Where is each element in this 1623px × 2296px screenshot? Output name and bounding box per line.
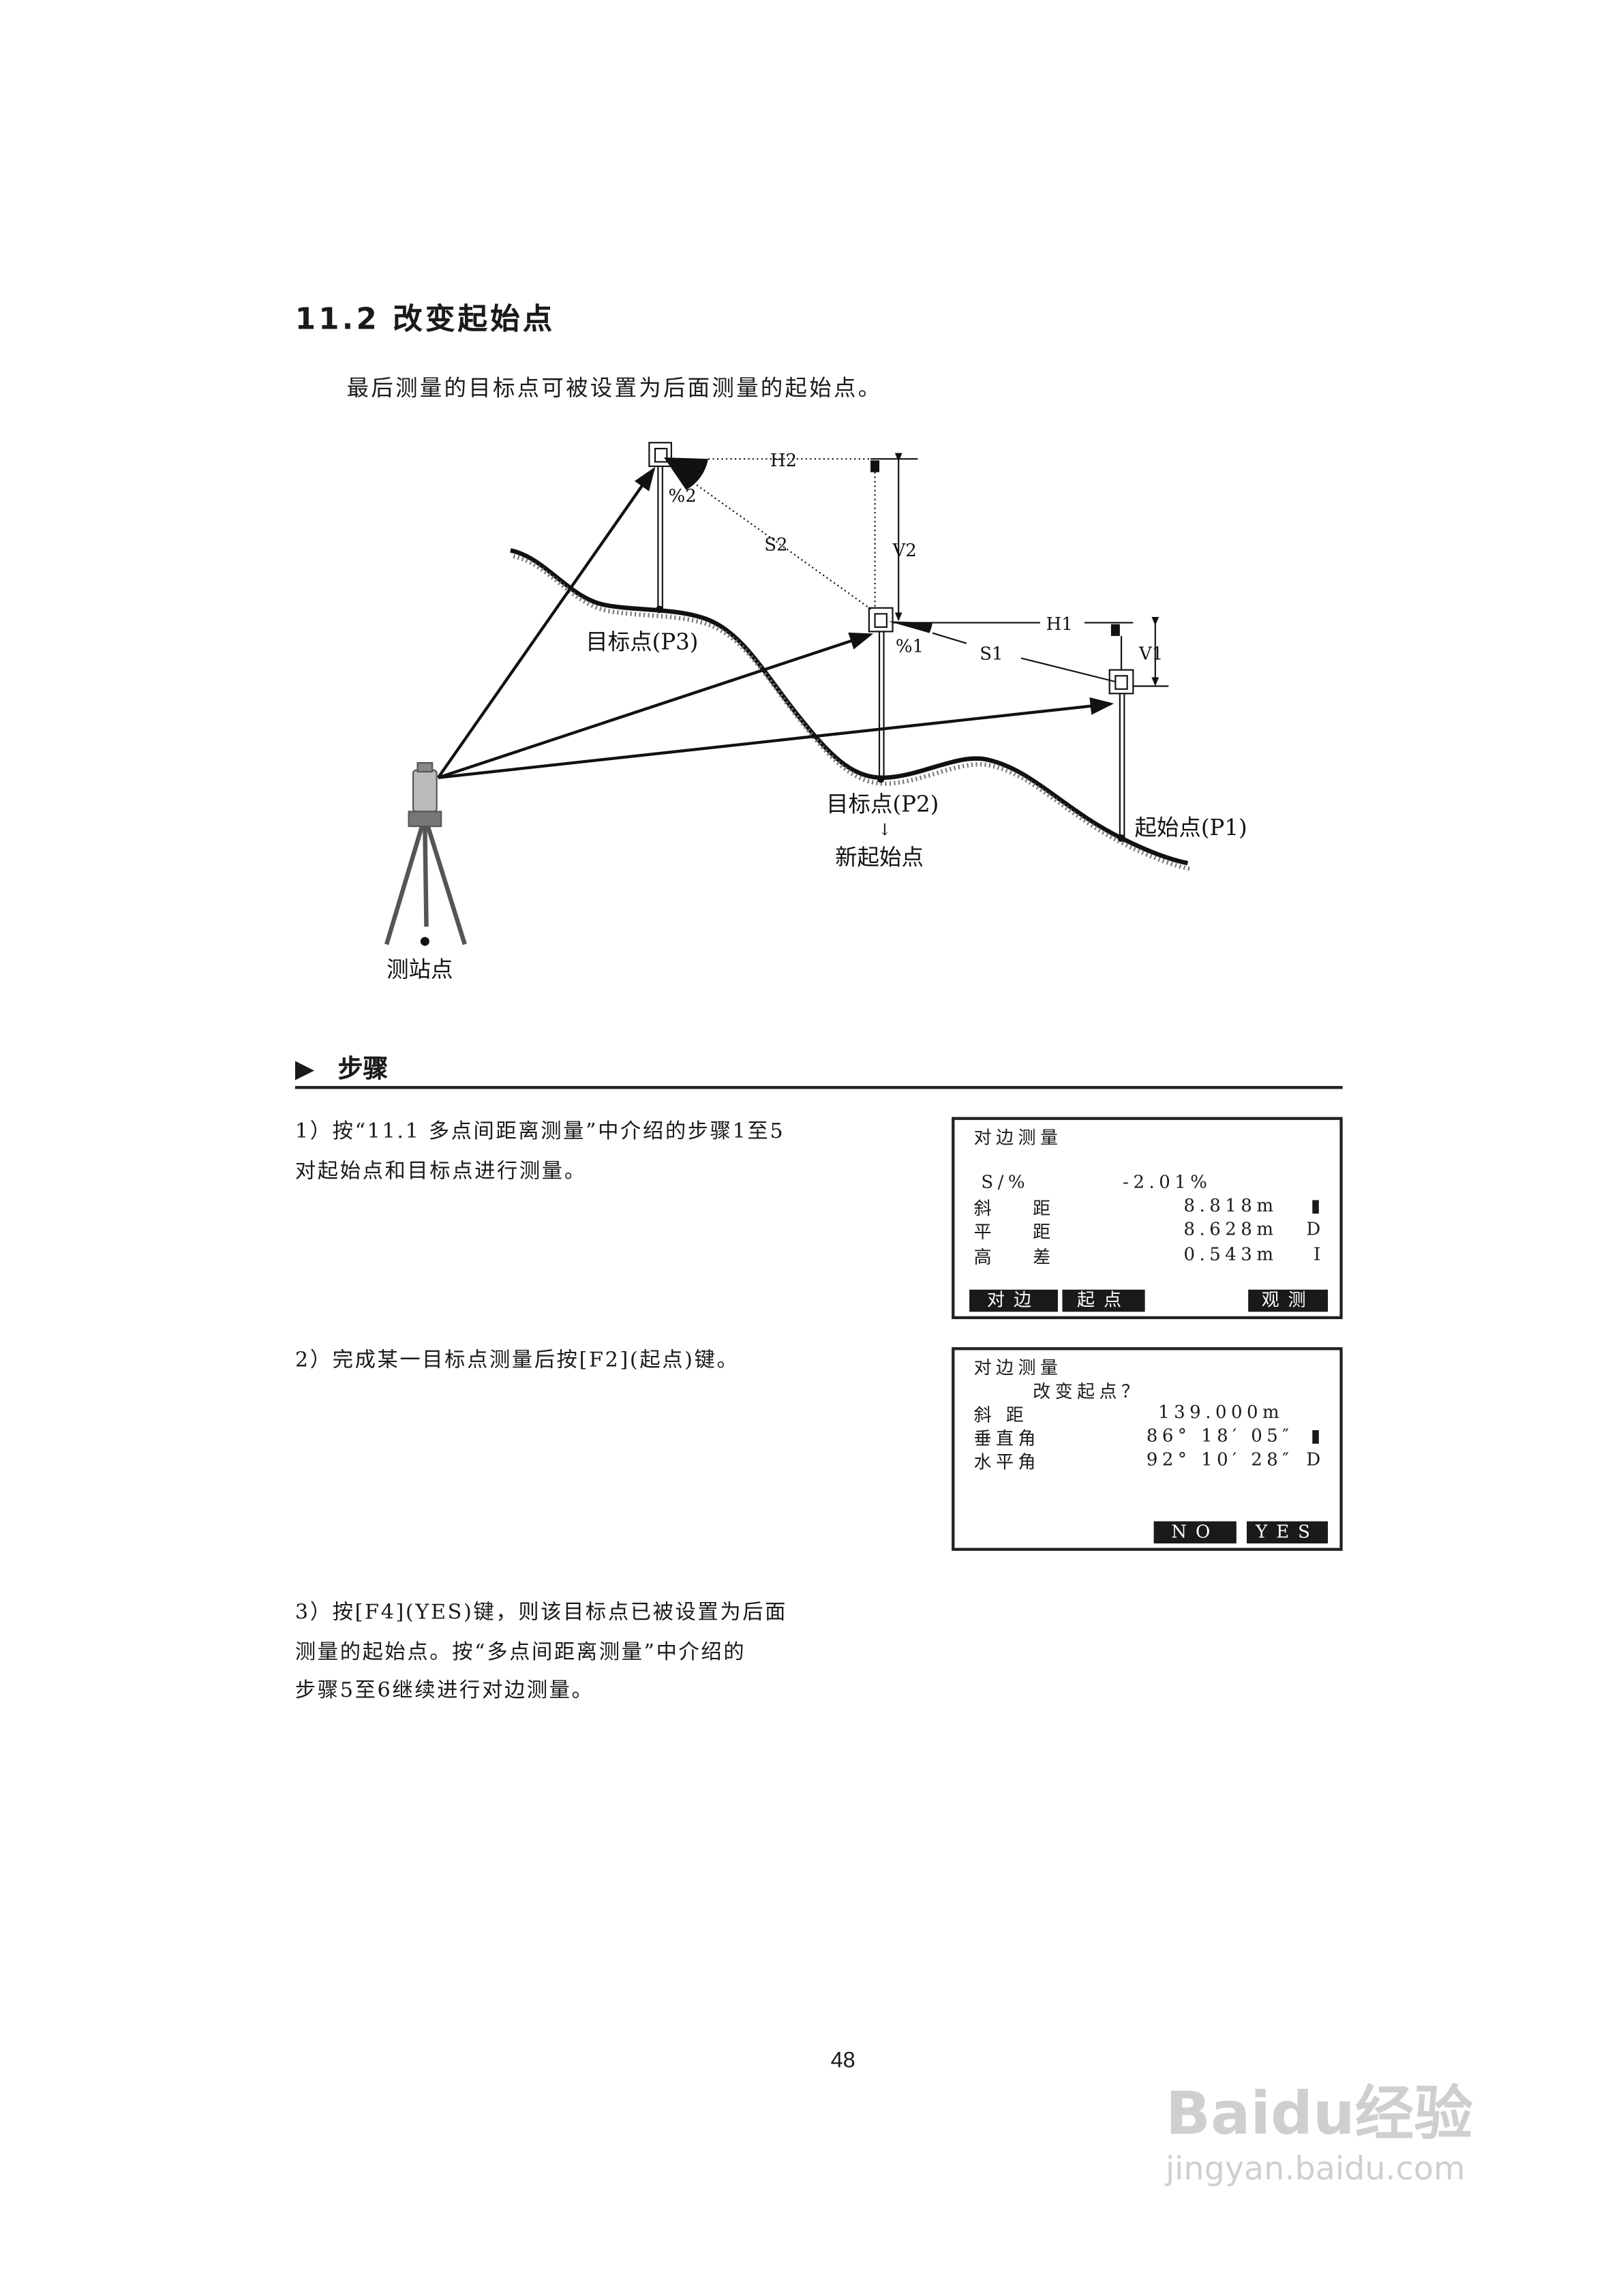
vertical-angle-value: 86° 18′ 05″ — [1146, 1425, 1294, 1447]
label-station: 测站点 — [386, 956, 453, 982]
step-1-line-1: 1）按“11.1 多点间距离测量”中介绍的步骤1至5 — [294, 1119, 785, 1144]
slope-distance-value: 8.818m — [1183, 1195, 1278, 1216]
label-h2: H2 — [770, 451, 797, 471]
slope-value: -2.01% — [1123, 1171, 1212, 1192]
label-pct2: %2 — [669, 486, 697, 507]
lcd-screen-1: 对边测量 S/% -2.01% 斜 距 8.818m ▮ 平 距 8.628m … — [952, 1117, 1343, 1320]
section-title: 11.2 改变起始点 — [294, 301, 556, 337]
label-p2: 目标点(P2) — [826, 791, 939, 817]
label-s2: S2 — [764, 534, 787, 555]
prism-p3 — [648, 442, 708, 614]
row-label: 距 — [1033, 1222, 1055, 1243]
watermark-url: jingyan.baidu.com — [1165, 2151, 1466, 2188]
change-start-prompt: 改变起点？ — [1033, 1380, 1144, 1402]
label-pct1: %1 — [896, 637, 924, 657]
steps-heading: ▶ 步骤 — [295, 1048, 388, 1085]
label-v1: V1 — [1138, 644, 1163, 665]
row-label: 平 — [973, 1222, 997, 1243]
lcd-screen-2: 对边测量 改变起点？ 斜 距 139.000m 垂直角 86° 18′ 05″ … — [952, 1347, 1343, 1551]
step-2: 2）完成某一目标点测量后按[F2](起点)键。 — [295, 1342, 739, 1380]
step-3-line-1: 3）按[F4](YES)键，则该目标点已被设置为后面 — [294, 1601, 788, 1625]
slope-label: S/% — [981, 1171, 1030, 1192]
battery-icon: ▮ — [1310, 1195, 1325, 1216]
sight-line-p3 — [437, 466, 656, 779]
label-v2: V2 — [892, 541, 917, 561]
softkey-f4-measure[interactable]: 观测 — [1248, 1289, 1329, 1312]
height-difference-value: 0.543m — [1183, 1243, 1278, 1265]
row-label: 差 — [1033, 1247, 1055, 1268]
screen1-title: 对边测量 — [973, 1127, 1063, 1148]
softkey-f2-start-point[interactable]: 起点 — [1062, 1289, 1145, 1312]
horizontal-angle-value: 92° 10′ 28″ — [1146, 1449, 1294, 1470]
softkey-yes[interactable]: YES — [1247, 1521, 1329, 1544]
softkey-f1[interactable]: 对边 — [969, 1289, 1058, 1312]
label-new-start: 新起始点 — [835, 844, 924, 870]
heading-divider — [294, 1086, 1343, 1089]
softkey-no[interactable]: NO — [1153, 1521, 1237, 1544]
prism-p1 — [1108, 669, 1134, 842]
step-3: 3）按[F4](YES)键，则该目标点已被设置为后面 测量的起始点。按“多点间距… — [295, 1594, 787, 1711]
label-p1: 起始点(P1) — [1135, 815, 1247, 841]
missing-line-diagram: H2 V2 S2 %2 H1 V1 S1 %1 目标点(P3) 目标点(P2) … — [384, 442, 1247, 982]
label-p3: 目标点(P3) — [586, 629, 698, 654]
watermark-brand: Baidu经验 — [1165, 2080, 1473, 2149]
row-label: 斜 距 — [973, 1404, 1029, 1425]
row-label: 水平角 — [973, 1451, 1041, 1473]
row-label: 距 — [1033, 1198, 1055, 1219]
intro-text: 最后测量的目标点可被设置为后面测量的起始点。 — [346, 374, 883, 402]
step-3-line-3: 步骤5至6继续进行对边测量。 — [294, 1679, 594, 1703]
total-station-icon — [384, 761, 467, 946]
triangle-marker-icon: ▶ — [294, 1055, 315, 1085]
step-1-line-2: 对起始点和目标点进行测量。 — [294, 1159, 587, 1183]
row-label: 高 — [973, 1247, 997, 1268]
battery-icon: ▮ — [1310, 1425, 1325, 1447]
horizontal-distance-value: 8.628m — [1183, 1218, 1278, 1240]
row-label: 斜 — [973, 1198, 997, 1219]
baidu-watermark: Baidu经验 jingyan.baidu.com — [1166, 2066, 1473, 2188]
steps-heading-label: 步骤 — [337, 1055, 389, 1085]
label-h1: H1 — [1046, 614, 1073, 635]
signal-meter-icon: D — [1306, 1218, 1325, 1240]
prism-p2 — [868, 607, 932, 783]
row-label: 垂直角 — [973, 1428, 1041, 1449]
terrain-hatch — [513, 554, 1192, 872]
signal-meter-icon: D — [1306, 1449, 1325, 1470]
step-1: 1）按“11.1 多点间距离测量”中介绍的步骤1至5 对起始点和目标点进行测量。 — [295, 1113, 785, 1191]
sight-line-p1 — [438, 697, 1114, 779]
slope-distance-value: 139.000m — [1158, 1402, 1284, 1423]
label-s1: S1 — [980, 644, 1003, 665]
step-3-line-2: 测量的起始点。按“多点间距离测量”中介绍的 — [294, 1640, 746, 1664]
cursor-i-icon: I — [1313, 1243, 1325, 1265]
screen2-title: 对边测量 — [973, 1357, 1063, 1378]
terrain-line — [510, 548, 1189, 866]
page-number: 48 — [830, 2048, 855, 2074]
step-2-line-1: 2）完成某一目标点测量后按[F2](起点)键。 — [294, 1348, 740, 1372]
label-p2-arrow: ↓ — [878, 820, 892, 839]
sight-line-p2 — [438, 632, 874, 779]
